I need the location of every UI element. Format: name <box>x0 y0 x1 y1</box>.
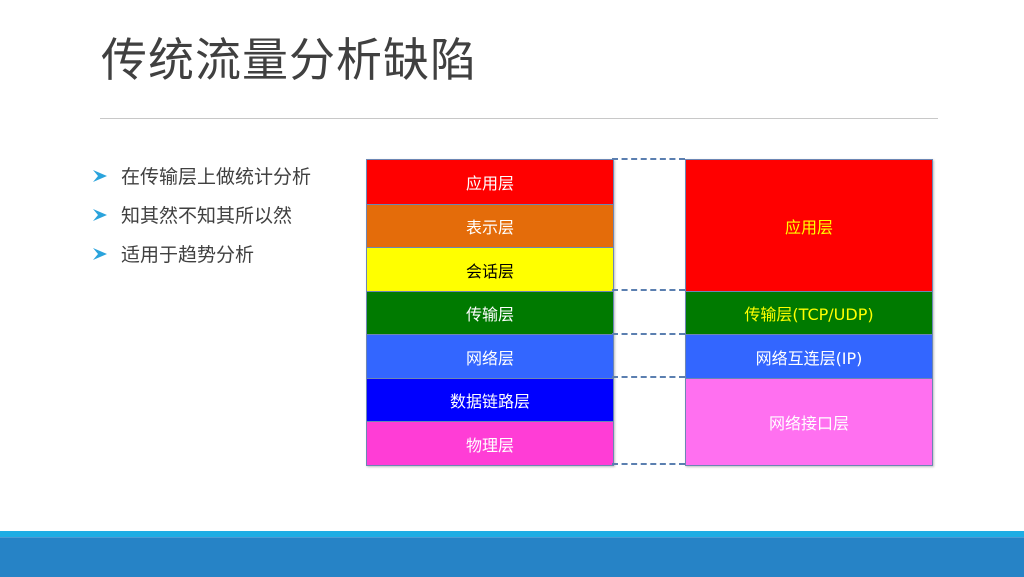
arrow-bullet-icon <box>93 169 107 182</box>
slide-title: 传统流量分析缺陷 <box>101 33 477 87</box>
tcpip-application-layer: 应用层 <box>686 160 932 291</box>
connector-network-link <box>612 376 685 378</box>
osi-data-link-layer: 数据链路层 <box>367 378 613 421</box>
osi-model-stack: 应用层 表示层 会话层 传输层 网络层 数据链路层 物理层 <box>366 159 614 466</box>
osi-network-layer: 网络层 <box>367 334 613 378</box>
bullet-item: 适用于趋势分析 <box>93 234 311 273</box>
osi-physical-layer: 物理层 <box>367 421 613 465</box>
tcpip-internet-layer: 网络互连层(IP) <box>686 334 932 378</box>
bullet-text: 适用于趋势分析 <box>121 244 255 266</box>
osi-presentation-layer: 表示层 <box>367 204 613 247</box>
osi-application-layer: 应用层 <box>367 160 613 204</box>
bullet-text: 知其然不知其所以然 <box>121 205 293 227</box>
connector-top <box>612 158 685 160</box>
title-divider <box>100 118 938 119</box>
connector-transport-network <box>612 333 685 335</box>
tcpip-network-interface-layer: 网络接口层 <box>686 378 932 465</box>
arrow-bullet-icon <box>93 247 107 260</box>
footer-bar <box>0 537 1024 577</box>
bullet-item: 在传输层上做统计分析 <box>93 156 311 195</box>
tcpip-model-stack: 应用层 传输层(TCP/UDP) 网络互连层(IP) 网络接口层 <box>685 159 933 466</box>
bullet-item: 知其然不知其所以然 <box>93 195 311 234</box>
footer-accent-stripe <box>0 531 1024 537</box>
connector-application-transport <box>612 289 685 291</box>
arrow-bullet-icon <box>93 208 107 221</box>
tcpip-transport-layer: 传输层(TCP/UDP) <box>686 291 932 334</box>
bullet-list: 在传输层上做统计分析 知其然不知其所以然 适用于趋势分析 <box>93 156 311 273</box>
connector-bottom <box>612 463 685 465</box>
osi-transport-layer: 传输层 <box>367 291 613 334</box>
osi-session-layer: 会话层 <box>367 247 613 291</box>
bullet-text: 在传输层上做统计分析 <box>121 166 312 188</box>
